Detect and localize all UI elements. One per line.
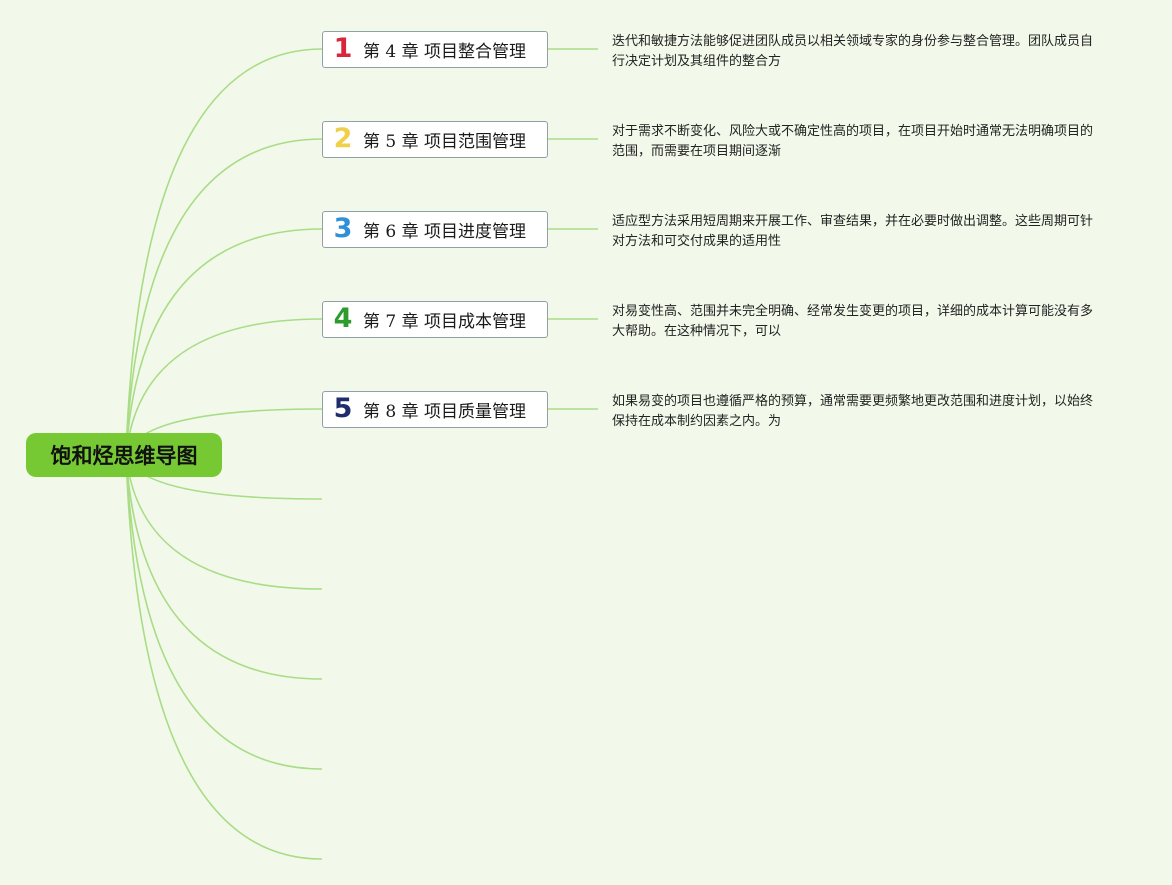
branch-node-5[interactable]: 5 第 8 章 项目质量管理 <box>322 391 548 428</box>
branch-note-4: 对易变性高、范围并未完全明确、经常发生变更的项目，详细的成本计算可能没有多大帮助… <box>612 304 1094 339</box>
branch-line <box>125 454 323 680</box>
branch-label-1: 第 4 章 项目整合管理 <box>363 42 527 62</box>
number-2-icon: 2 <box>333 123 353 154</box>
number-5-icon: 5 <box>333 393 353 424</box>
branch-line <box>125 454 323 860</box>
branch-node-4[interactable]: 4 第 7 章 项目成本管理 <box>322 301 548 338</box>
branch-line <box>125 138 323 456</box>
branch-label-5: 第 8 章 项目质量管理 <box>363 402 527 422</box>
branch-note-2: 对于需求不断变化、风险大或不确定性高的项目，在项目开始时通常无法明确项目的范围，… <box>612 124 1094 159</box>
branch-line <box>125 48 323 456</box>
branch-line <box>125 454 323 590</box>
branch-node-2[interactable]: 2 第 5 章 项目范围管理 <box>322 121 548 158</box>
branch-node-3[interactable]: 3 第 6 章 项目进度管理 <box>322 211 548 248</box>
branch-line <box>125 318 323 456</box>
branch-note-3: 适应型方法采用短周期来开展工作、审查结果，并在必要时做出调整。这些周期可针对方法… <box>612 214 1094 249</box>
branch-label-2: 第 5 章 项目范围管理 <box>363 132 527 152</box>
root-node[interactable]: 饱和烃思维导图 <box>26 433 222 477</box>
branch-note-5: 如果易变的项目也遵循严格的预算，通常需要更频繁地更改范围和进度计划，以始终保持在… <box>612 394 1094 429</box>
branch-node-1[interactable]: 1 第 4 章 项目整合管理 <box>322 31 548 68</box>
branch-note-1: 迭代和敏捷方法能够促进团队成员以相关领域专家的身份参与整合管理。团队成员自行决定… <box>612 34 1094 69</box>
number-1-icon: 1 <box>333 33 353 64</box>
number-4-icon: 4 <box>333 303 353 334</box>
branch-label-3: 第 6 章 项目进度管理 <box>363 222 527 242</box>
number-3-icon: 3 <box>333 213 353 244</box>
root-label: 饱和烃思维导图 <box>50 444 198 468</box>
branch-line <box>125 228 323 456</box>
branch-label-4: 第 7 章 项目成本管理 <box>363 312 527 332</box>
branch-line <box>125 454 323 770</box>
